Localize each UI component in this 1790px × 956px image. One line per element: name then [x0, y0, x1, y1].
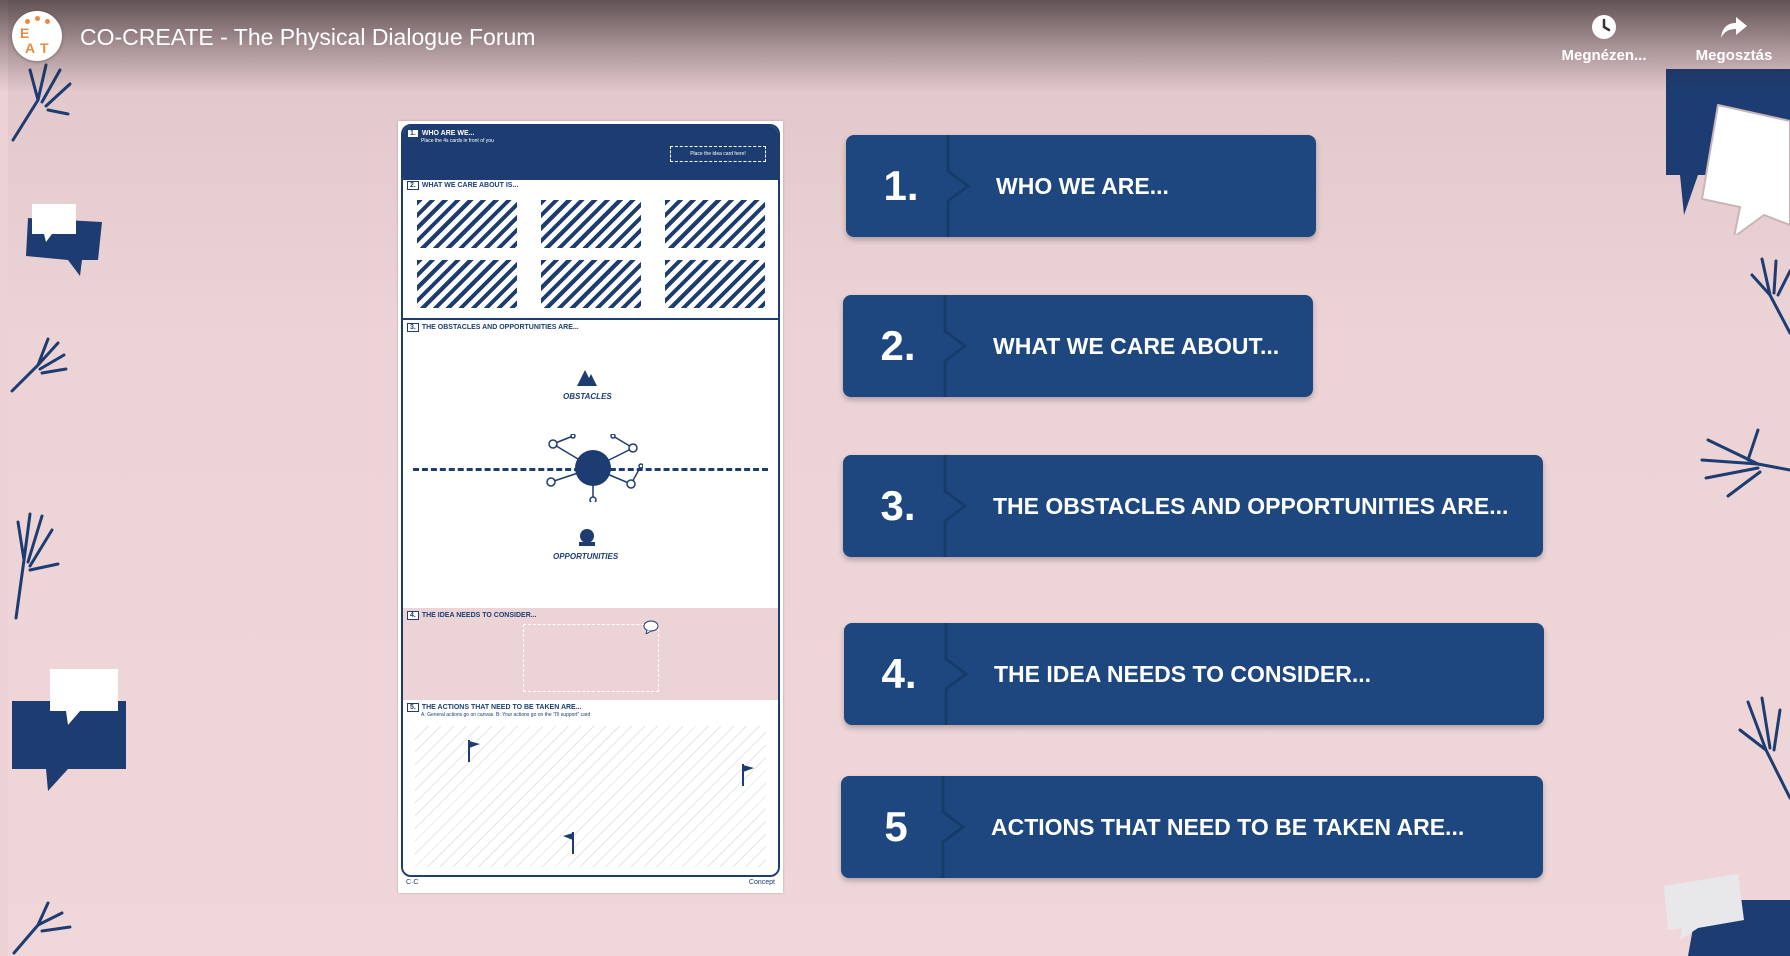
section-header: 2.WHAT WE CARE ABOUT IS... [407, 181, 518, 190]
speech-bubble-icon [643, 620, 659, 634]
raised-hand-icon [10, 337, 68, 393]
chat-bubble-icon-right [1666, 69, 1790, 235]
logo-letter-a: A [25, 40, 36, 56]
flag-icon [742, 764, 754, 786]
raised-hand-icon-right-2 [1738, 696, 1790, 800]
opportunities-label: OPPORTUNITIES [553, 552, 619, 561]
board-footer-brand: Concept [748, 879, 775, 886]
network-graph-icon [546, 434, 643, 502]
step-label: THE IDEA NEEDS TO CONSIDER... [994, 661, 1371, 687]
step-number: 5 [884, 803, 908, 850]
open-hand-icon-right [1700, 428, 1790, 498]
step-bar-5: 5 ACTIONS THAT NEED TO BE TAKEN ARE... [841, 776, 1543, 878]
canvas-board: 1.WHO ARE WE...Place the 4s cards in fro… [398, 121, 783, 893]
canvas-frame: 1.WHO ARE WE...Place the 4s cards in fro… [401, 124, 780, 877]
watch-later-button[interactable]: Megnézen... [1554, 14, 1654, 64]
channel-logo[interactable]: E A T [12, 11, 62, 61]
logo-dot [45, 19, 50, 24]
video-top-overlay [0, 0, 1790, 92]
mountain-icon [577, 370, 597, 386]
chat-bubble-icon-2 [12, 669, 126, 791]
opportunity-icon [579, 529, 595, 546]
step-label: THE OBSTACLES AND OPPORTUNITIES ARE... [993, 493, 1509, 519]
clock-icon [1592, 15, 1616, 39]
board-section-1: 1.WHO ARE WE...Place the 4s cards in fro… [403, 126, 778, 180]
raised-hand-icon-right [1750, 257, 1790, 335]
video-title[interactable]: CO-CREATE - The Physical Dialogue Forum [80, 24, 536, 50]
obstacles-label: OBSTACLES [563, 392, 612, 401]
chevron-divider-icon [941, 776, 966, 878]
step-label: WHAT WE CARE ABOUT... [993, 333, 1280, 359]
step-label: WHO WE ARE... [996, 173, 1169, 199]
chevron-divider-icon [943, 455, 968, 557]
logo-dot [35, 16, 40, 21]
share-button[interactable]: Megosztás [1684, 14, 1784, 64]
watch-later-label: Megnézen... [1561, 47, 1647, 64]
logo-letter-t: T [40, 40, 49, 56]
section-header: 1.WHO ARE WE...Place the 4s cards in fro… [407, 129, 494, 144]
step-number: 4. [881, 650, 917, 697]
board-footer-logo: C·C [406, 879, 419, 886]
share-arrow-icon [1721, 17, 1747, 38]
raised-hand-icon-2 [14, 512, 60, 620]
flag-icon [563, 832, 574, 854]
share-label: Megosztás [1695, 47, 1773, 64]
care-card-slot [541, 200, 641, 248]
step-bar-2: 2. WHAT WE CARE ABOUT... [843, 295, 1313, 397]
section-header: 3.THE OBSTACLES AND OPPORTUNITIES ARE... [407, 323, 579, 332]
care-card-slot [665, 200, 765, 248]
flag-icon [468, 740, 480, 762]
section-header: 5.THE ACTIONS THAT NEED TO BE TAKEN ARE.… [407, 703, 590, 718]
care-card-slot [541, 260, 641, 308]
consider-card-slot [523, 624, 659, 692]
board-footer: C·C Concept [400, 879, 781, 892]
chat-bubble-icon-bottom-right [1664, 874, 1790, 956]
step-number: 3. [880, 482, 916, 529]
logo-letter-e: E [20, 25, 30, 41]
board-section-4: 4.THE IDEA NEEDS TO CONSIDER... [403, 608, 778, 702]
section-header: 4.THE IDEA NEEDS TO CONSIDER... [407, 611, 537, 620]
care-card-slot [417, 260, 517, 308]
chat-bubble-icon [26, 204, 102, 276]
board-section-3: 3.THE OBSTACLES AND OPPORTUNITIES ARE...… [403, 320, 778, 610]
chevron-divider-icon [946, 135, 971, 237]
actions-area [415, 726, 766, 867]
logo-dot [25, 19, 30, 24]
care-card-slot [417, 200, 517, 248]
board-section-2: 2.WHAT WE CARE ABOUT IS... [403, 178, 778, 320]
chevron-divider-icon [943, 295, 968, 397]
idea-card-slot: Place the idea card here! [670, 146, 766, 162]
board-section-5: 5.THE ACTIONS THAT NEED TO BE TAKEN ARE.… [403, 700, 778, 875]
step-number: 1. [883, 162, 919, 209]
chevron-divider-icon [944, 623, 969, 725]
step-number: 2. [880, 322, 916, 369]
step-bar-3: 3. THE OBSTACLES AND OPPORTUNITIES ARE..… [843, 455, 1543, 557]
step-label: ACTIONS THAT NEED TO BE TAKEN ARE... [991, 814, 1465, 840]
care-card-slot [665, 260, 765, 308]
step-bar-4: 4. THE IDEA NEEDS TO CONSIDER... [844, 623, 1544, 725]
video-frame[interactable]: 1.WHO ARE WE...Place the 4s cards in fro… [8, 0, 1790, 956]
step-bar-1: 1. WHO WE ARE... [846, 135, 1316, 237]
hand-icon-bottom-left [12, 901, 72, 955]
